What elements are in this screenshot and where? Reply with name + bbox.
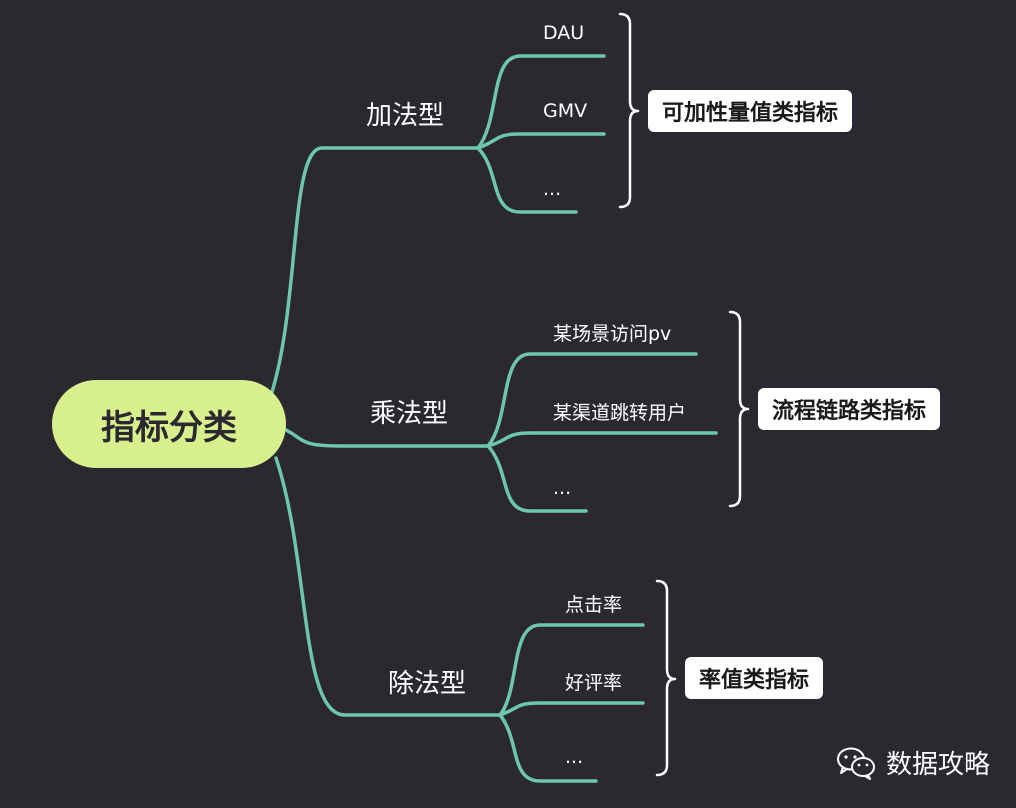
bracket-additive (618, 12, 640, 209)
connector-leaf-channel-users (486, 431, 718, 448)
leaf-rating-rate: 好评率 (565, 672, 623, 694)
summary-additive: 可加性量值类指标 (648, 90, 853, 132)
leaf-gmv: GMV (543, 100, 588, 122)
bracket-multiplicative (728, 310, 750, 508)
connector-root-additive (270, 146, 480, 394)
bracket-divisive (655, 579, 677, 777)
connector-leaf-ctr (498, 623, 645, 717)
summary-multiplicative: 流程链路类指标 (758, 388, 941, 430)
watermark-text: 数据攻略 (886, 750, 991, 780)
leaf-dau: DAU (543, 22, 585, 44)
root-node: 指标分类 (52, 380, 286, 468)
branch-label-additive: 加法型 (366, 101, 445, 131)
leaf-click-rate: 点击率 (565, 594, 623, 616)
connector-root-multiplicative (284, 428, 490, 448)
branch-label-divisive: 除法型 (388, 669, 467, 699)
connector-leaf-additive-more (476, 146, 578, 214)
watermark: 数据攻略 (836, 744, 990, 781)
connector-leaf-scene-pv (486, 352, 698, 448)
connector-leaf-rating (498, 701, 645, 717)
leaf-channel-users: 某渠道跳转用户 (553, 402, 687, 424)
leaf-multiplicative-more: ... (553, 477, 572, 499)
connector-leaf-divisive-more (498, 713, 598, 783)
branch-label-multiplicative: 乘法型 (370, 399, 449, 429)
leaf-scene-pv: 某场景访问pv (553, 323, 672, 345)
connector-root-divisive (274, 456, 502, 717)
connector-leaf-multiplicative-more (486, 444, 588, 513)
wechat-icon (837, 747, 875, 780)
connector-leaf-dau (476, 54, 606, 150)
summary-divisive: 率值类指标 (685, 657, 824, 699)
connector-leaf-gmv (476, 132, 606, 150)
leaf-additive-more: ... (543, 178, 562, 200)
leaf-divisive-more: ... (565, 746, 584, 768)
